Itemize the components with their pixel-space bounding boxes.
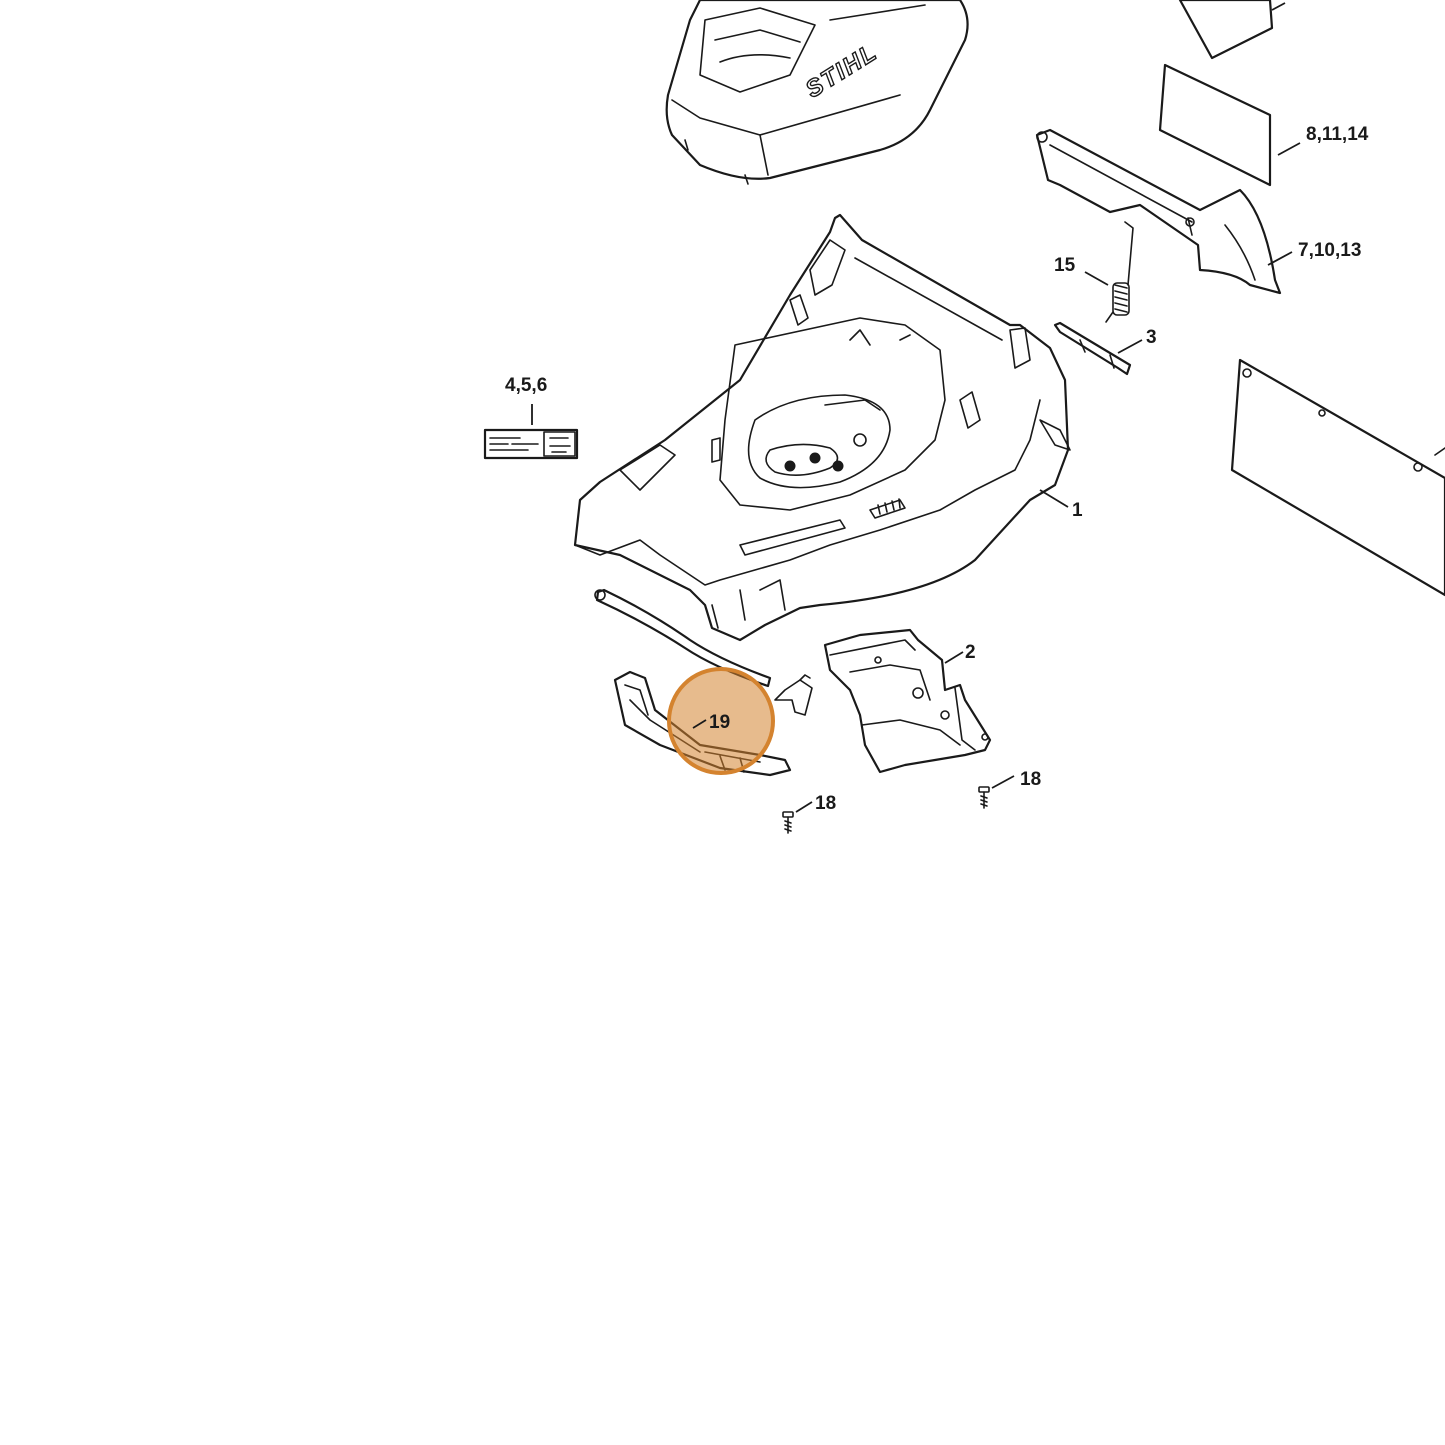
top-right-part[interactable] <box>1178 0 1286 60</box>
callout-3: 3 <box>1146 327 1157 348</box>
screw-left-part[interactable]: 18 <box>782 793 836 834</box>
mower-deck-part[interactable]: 1 <box>573 213 1083 642</box>
callout-2: 2 <box>965 642 976 663</box>
callout-18-left: 18 <box>815 793 836 814</box>
spring-part[interactable]: 15 <box>1054 221 1134 323</box>
highlight-circle-19 <box>667 667 775 775</box>
decal-part[interactable]: 4,5,6 <box>483 375 579 460</box>
label-plate-part[interactable]: 8,11,14 <box>1158 63 1369 187</box>
callout-18-right: 18 <box>1020 769 1041 790</box>
rod-part[interactable] <box>594 588 772 688</box>
callout-15: 15 <box>1054 255 1076 276</box>
callout-1: 1 <box>1072 500 1083 521</box>
bracket-part[interactable]: 3 <box>1053 321 1157 376</box>
callout-4-5-6: 4,5,6 <box>505 375 547 396</box>
rear-flap-part[interactable]: 7,10,13 <box>1035 128 1361 295</box>
top-cover-part[interactable]: STIHL <box>665 0 969 185</box>
screw-right-part[interactable]: 18 <box>978 769 1041 809</box>
right-panel-part[interactable] <box>1230 358 1445 597</box>
callout-19[interactable]: 19 <box>709 712 730 733</box>
side-chute-part[interactable]: 2 <box>823 628 992 774</box>
callout-8-11-14: 8,11,14 <box>1306 124 1369 145</box>
callout-7-10-13: 7,10,13 <box>1298 240 1361 261</box>
